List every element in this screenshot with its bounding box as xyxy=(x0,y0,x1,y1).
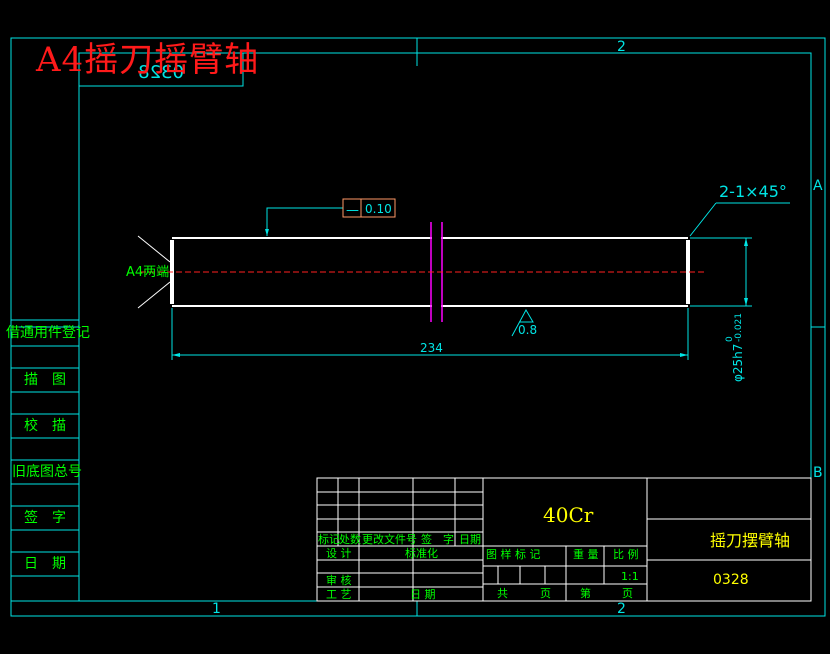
drawing-number: 0328 xyxy=(713,572,749,588)
design-label: 设 计 xyxy=(326,547,352,560)
zone-letter-b: B xyxy=(813,465,823,481)
weight-label: 重 量 xyxy=(573,547,599,561)
chamfer-label: 2-1×45° xyxy=(719,182,787,201)
date-label: 日 期 xyxy=(410,588,436,601)
standardize-label: 标准化 xyxy=(405,546,438,560)
end-note: A4两端 xyxy=(126,265,169,280)
review-label: 审 核 xyxy=(326,573,352,587)
diameter-dimension: φ25h7 0 -0.021 xyxy=(690,237,752,382)
stage-mark-label: 图 样 标 记 xyxy=(486,547,541,561)
scale-value: 1:1 xyxy=(621,570,639,583)
mirrored-drawing-number: 0328 xyxy=(138,62,184,83)
side-label-check: 校 描 xyxy=(24,417,66,434)
chamfer-callout: 2-1×45° xyxy=(689,182,790,237)
page-label: 页 xyxy=(622,587,633,600)
zone-number-top-2: 2 xyxy=(617,39,626,55)
title-block-text: 标记 处数 更改文件号 签 字 日期 设 计 标准化 审 核 工 艺 日 期 图… xyxy=(318,532,639,601)
zone-letter-a: A xyxy=(813,178,823,194)
zone-number-bottom-1: 1 xyxy=(212,601,221,617)
rev-header-mark: 标记 xyxy=(318,532,340,546)
total-label: 共 xyxy=(497,587,508,600)
rev-header-date: 日期 xyxy=(459,533,481,546)
rev-header-count: 处数 xyxy=(339,533,361,546)
no-label: 第 xyxy=(580,586,591,600)
drawing-frame xyxy=(10,37,826,617)
length-dimension: 234 xyxy=(171,308,689,360)
diameter-lower-tol: -0.021 xyxy=(734,313,744,342)
overlay-title: A4摇刀摇臂轴 xyxy=(36,40,260,80)
side-label-borrow: 借通用件登记 xyxy=(6,325,90,341)
end-leaders xyxy=(137,235,171,309)
side-label-signature: 签 字 xyxy=(24,509,66,526)
title-block xyxy=(316,477,812,602)
zone-number-bottom-2: 2 xyxy=(617,601,626,617)
side-label-date: 日 期 xyxy=(24,556,66,572)
length-value: 234 xyxy=(420,341,443,355)
rev-header-file: 更改文件号 xyxy=(362,532,417,546)
process-label: 工 艺 xyxy=(326,588,352,601)
shaft-part xyxy=(140,222,705,322)
scale-label: 比 例 xyxy=(613,547,639,561)
diameter-value: φ25h7 xyxy=(731,344,745,382)
straightness-tolerance: — 0.10 xyxy=(265,198,396,236)
part-name: 摇刀摆臂轴 xyxy=(710,531,790,550)
side-label-old-number: 旧底图总号 xyxy=(12,464,82,480)
roughness-symbol: 0.8 xyxy=(511,308,537,337)
side-label-trace: 描 图 xyxy=(24,372,66,388)
rev-header-sign: 签 字 xyxy=(421,532,454,546)
roughness-value: 0.8 xyxy=(518,323,537,337)
sheet-label: 页 xyxy=(540,587,551,600)
diameter-upper-tol: 0 xyxy=(725,336,735,342)
straightness-symbol: — xyxy=(346,203,359,218)
straightness-value: 0.10 xyxy=(365,202,392,216)
material-value: 40Cr xyxy=(543,503,594,527)
